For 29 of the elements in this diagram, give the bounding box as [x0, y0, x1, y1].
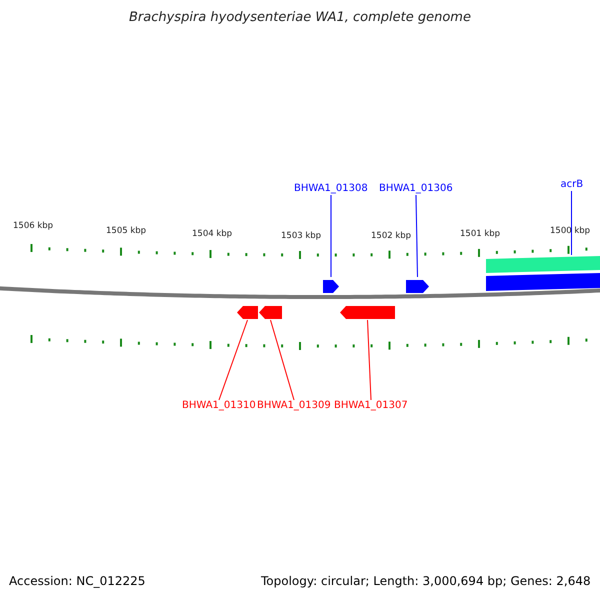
gene-label: BHWA1_01310	[182, 401, 256, 411]
scale-label: 1505 kbp	[106, 227, 146, 236]
scale-label: 1500 kbp	[550, 227, 590, 236]
gene-label: BHWA1_01306	[379, 184, 453, 194]
gene-label: BHWA1_01308	[294, 184, 368, 194]
genome-info-text: Topology: circular; Length: 3,000,694 bp; Genes: 2,648	[261, 575, 591, 587]
scale-label: 1502 kbp	[371, 232, 412, 240]
scale-label: 1504 kbp	[192, 230, 232, 238]
scale-label: 1501 kbp	[460, 230, 500, 238]
title: Brachyspira hyodysenteriae WA1, complete genome	[128, 11, 472, 24]
scale-label: 1506 kbp	[13, 222, 54, 230]
gene-arrow	[323, 280, 339, 293]
gene-arrow	[237, 306, 258, 319]
gene-label: acrB	[560, 180, 584, 190]
accession-text: Accession: NC_012225	[9, 575, 146, 587]
leader-line	[367, 320, 372, 400]
gene-label: BHWA1_01307	[334, 401, 408, 411]
scale-label: 1503 kbp	[281, 232, 322, 240]
gene-arrow	[340, 306, 395, 319]
gene-bar	[486, 273, 600, 291]
gene-arrow	[406, 280, 429, 293]
leader-line	[416, 194, 418, 278]
leader-line	[330, 194, 332, 278]
leader-line	[218, 320, 248, 400]
leader-line	[571, 190, 572, 256]
gene-label: BHWA1_01309	[257, 401, 331, 411]
leader-line	[270, 320, 294, 400]
gene-bar	[486, 256, 600, 273]
gene-arrow	[259, 306, 282, 319]
